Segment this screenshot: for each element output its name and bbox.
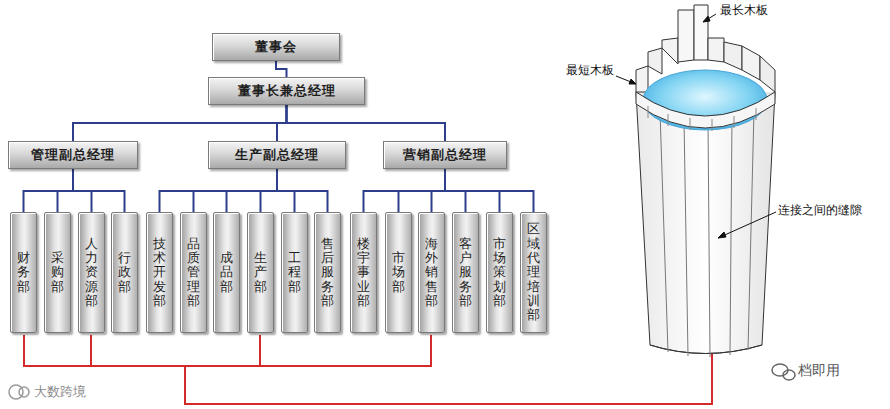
position-name: 董事长兼总经理 (238, 82, 336, 100)
org-connector (287, 105, 446, 141)
position-name: 生产副总经理 (235, 146, 319, 164)
department-name: 区域代理培训部 (527, 222, 540, 322)
department-box: 采购部 (44, 212, 71, 333)
department-box: 海外销售部 (418, 212, 445, 333)
callout-label: 最长木板 (720, 2, 768, 19)
org-connector (227, 169, 278, 212)
department-name: 海外销售部 (425, 237, 438, 308)
watermark: 档即用 (798, 362, 840, 380)
department-box: 客户服务部 (452, 212, 479, 333)
department-name: 市场策划部 (493, 237, 506, 308)
position-name: 营销副总经理 (403, 146, 487, 164)
position-box: 管理副总经理 (8, 141, 138, 169)
position-box: 营销副总经理 (383, 141, 507, 169)
org-connector (364, 169, 446, 212)
org-connector (160, 169, 278, 212)
department-box: 财务部 (10, 212, 37, 333)
department-name: 楼宇事业部 (357, 237, 370, 308)
position-name: 管理副总经理 (31, 146, 115, 164)
org-connector (58, 169, 74, 212)
department-box: 品质管理部 (180, 212, 207, 333)
department-box: 成品部 (213, 212, 240, 333)
department-name: 客户服务部 (459, 237, 472, 308)
callout-label: 连接之间的缝隙 (778, 202, 862, 219)
department-box: 售后服务部 (314, 212, 341, 333)
position-box: 董事长兼总经理 (208, 77, 365, 105)
department-box: 市场部 (385, 212, 412, 333)
department-box: 工程部 (281, 212, 308, 333)
department-name: 人力资源部 (85, 237, 98, 308)
department-box: 技术开发部 (146, 212, 173, 333)
department-name: 成品部 (220, 251, 233, 294)
org-connector (277, 105, 287, 141)
department-box: 楼宇事业部 (350, 212, 377, 333)
org-connector (194, 169, 278, 212)
position-box: 生产副总经理 (208, 141, 346, 169)
department-name: 采购部 (51, 251, 64, 294)
department-name: 售后服务部 (321, 237, 334, 308)
org-connector (73, 169, 125, 212)
department-name: 品质管理部 (187, 237, 200, 308)
org-connector (445, 169, 534, 212)
callout-label: 最短木板 (566, 62, 614, 79)
org-connector (261, 169, 278, 212)
department-box: 生产部 (247, 212, 274, 333)
org-connector (277, 169, 328, 212)
org-connector (276, 61, 287, 77)
org-connector (399, 169, 446, 212)
org-connector (24, 169, 74, 212)
department-name: 技术开发部 (153, 237, 166, 308)
position-name: 董事会 (255, 38, 297, 56)
department-name: 工程部 (288, 251, 301, 294)
department-box: 区域代理培训部 (520, 212, 547, 333)
link-line (24, 335, 712, 404)
department-box: 市场策划部 (486, 212, 513, 333)
watermark: 大数跨境 (34, 383, 86, 401)
department-box: 人力资源部 (78, 212, 105, 333)
department-box: 行政部 (111, 212, 138, 333)
department-name: 市场部 (392, 251, 405, 294)
department-name: 生产部 (254, 251, 267, 294)
org-connector (432, 169, 446, 212)
department-name: 财务部 (17, 251, 30, 294)
department-name: 行政部 (118, 251, 131, 294)
position-box: 董事会 (212, 33, 340, 61)
org-connector (73, 105, 287, 141)
